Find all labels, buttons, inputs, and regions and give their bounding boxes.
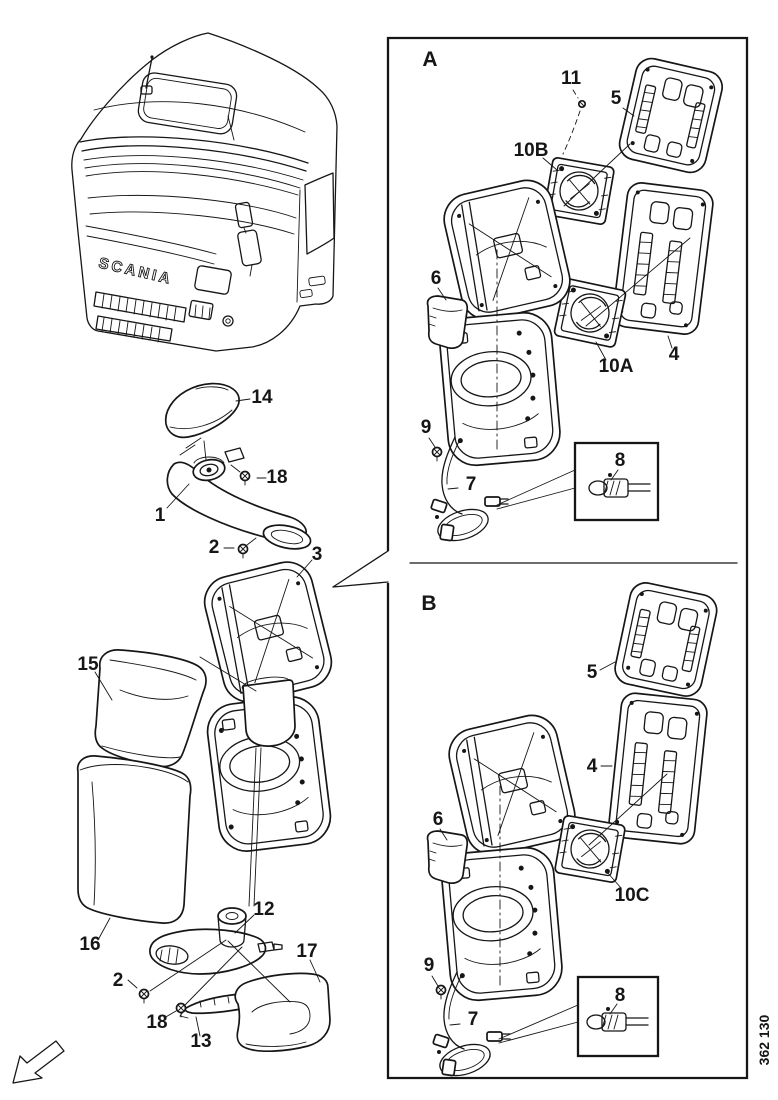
panel-b-leader-lines [431, 661, 668, 1044]
part-4-plate-a [610, 180, 716, 337]
exploded-view-overview: 14 18 1 2 3 15 16 12 2 18 13 17 [76, 382, 338, 1052]
cap-leaders [179, 437, 207, 461]
callout-6a: 6 [431, 268, 442, 289]
callout-7a: 7 [466, 474, 477, 495]
callout-18a: 18 [266, 467, 287, 488]
part-14-cap [164, 382, 240, 439]
callout-11: 11 [561, 68, 582, 89]
detail-box-8-a [573, 441, 660, 522]
callout-9a: 9 [421, 417, 432, 438]
panels-border [386, 36, 749, 1080]
callout-10c: 10C [615, 885, 650, 906]
part-17-cover [234, 972, 331, 1052]
screw-2-upper [237, 543, 249, 559]
headlight [194, 265, 232, 295]
callout-8b: 8 [615, 985, 626, 1006]
antenna [140, 55, 235, 141]
callout-9b: 9 [424, 955, 435, 976]
callout-4a: 4 [669, 344, 680, 365]
callout-6b: 6 [433, 809, 444, 830]
callout-5b: 5 [587, 662, 598, 683]
part-4-plate-b [606, 691, 710, 846]
panel-b-title: B [421, 592, 436, 615]
arm-axis-lines [248, 747, 262, 907]
part-15-cover [94, 649, 207, 768]
door-handle [308, 275, 326, 287]
callout-12: 12 [253, 899, 274, 920]
side-window [296, 172, 335, 303]
part-16-cover [76, 755, 192, 924]
callout-17: 17 [296, 941, 317, 962]
figure-ref-number: 362 130 [756, 1014, 772, 1065]
callout-16: 16 [79, 934, 100, 955]
callout-10a: 10A [599, 356, 634, 377]
callout-10b: 10B [514, 140, 549, 161]
mirror-mount-on-cab [234, 201, 262, 277]
bulb-connector-b [586, 1006, 649, 1032]
panel-b-region: B 5 4 6 10C 9 7 8 [421, 579, 721, 1083]
sunroof [137, 72, 238, 135]
part-10c-motor [553, 814, 627, 884]
part-5-plate-b [611, 579, 721, 700]
roof-front-edge [93, 101, 306, 133]
callout-15: 15 [77, 654, 99, 675]
part-6-lamp-a [426, 295, 469, 350]
grille: SCANIA [85, 225, 234, 343]
screw-18-upper [239, 470, 251, 486]
callout-5a: 5 [611, 88, 622, 109]
callout-3: 3 [312, 544, 323, 565]
callout-4b: 4 [587, 756, 598, 777]
callout-1: 1 [155, 505, 166, 526]
part-12-bracket [149, 907, 283, 975]
callout-8a: 8 [615, 450, 626, 471]
screw-2-lower [138, 988, 150, 1004]
cover15-leader-line [199, 656, 257, 692]
screw-11 [562, 89, 587, 155]
callout-2a: 2 [209, 537, 220, 558]
callout-7b: 7 [468, 1009, 479, 1030]
callout-2b: 2 [113, 970, 124, 991]
detail-pointer-wedge [332, 550, 389, 588]
callout-13: 13 [190, 1031, 211, 1052]
callout-14: 14 [251, 387, 273, 408]
detail-box-8-b [576, 975, 660, 1058]
panel-a-title: A [422, 48, 437, 71]
screw-9-b [435, 984, 447, 1000]
truck-cab: SCANIA [71, 32, 338, 352]
overview-leader-lines [94, 398, 321, 1037]
scania-badge: SCANIA [97, 255, 174, 289]
part-6-lamp-b [426, 830, 469, 885]
panel-a-leader-lines [428, 107, 691, 510]
part-1-arm [166, 447, 312, 550]
direction-arrow-icon [12, 1040, 65, 1084]
panel-a-region: A [421, 48, 727, 548]
bulb-connector-a [588, 472, 651, 498]
screw-9-a [431, 446, 443, 462]
callout-18b: 18 [146, 1012, 167, 1033]
